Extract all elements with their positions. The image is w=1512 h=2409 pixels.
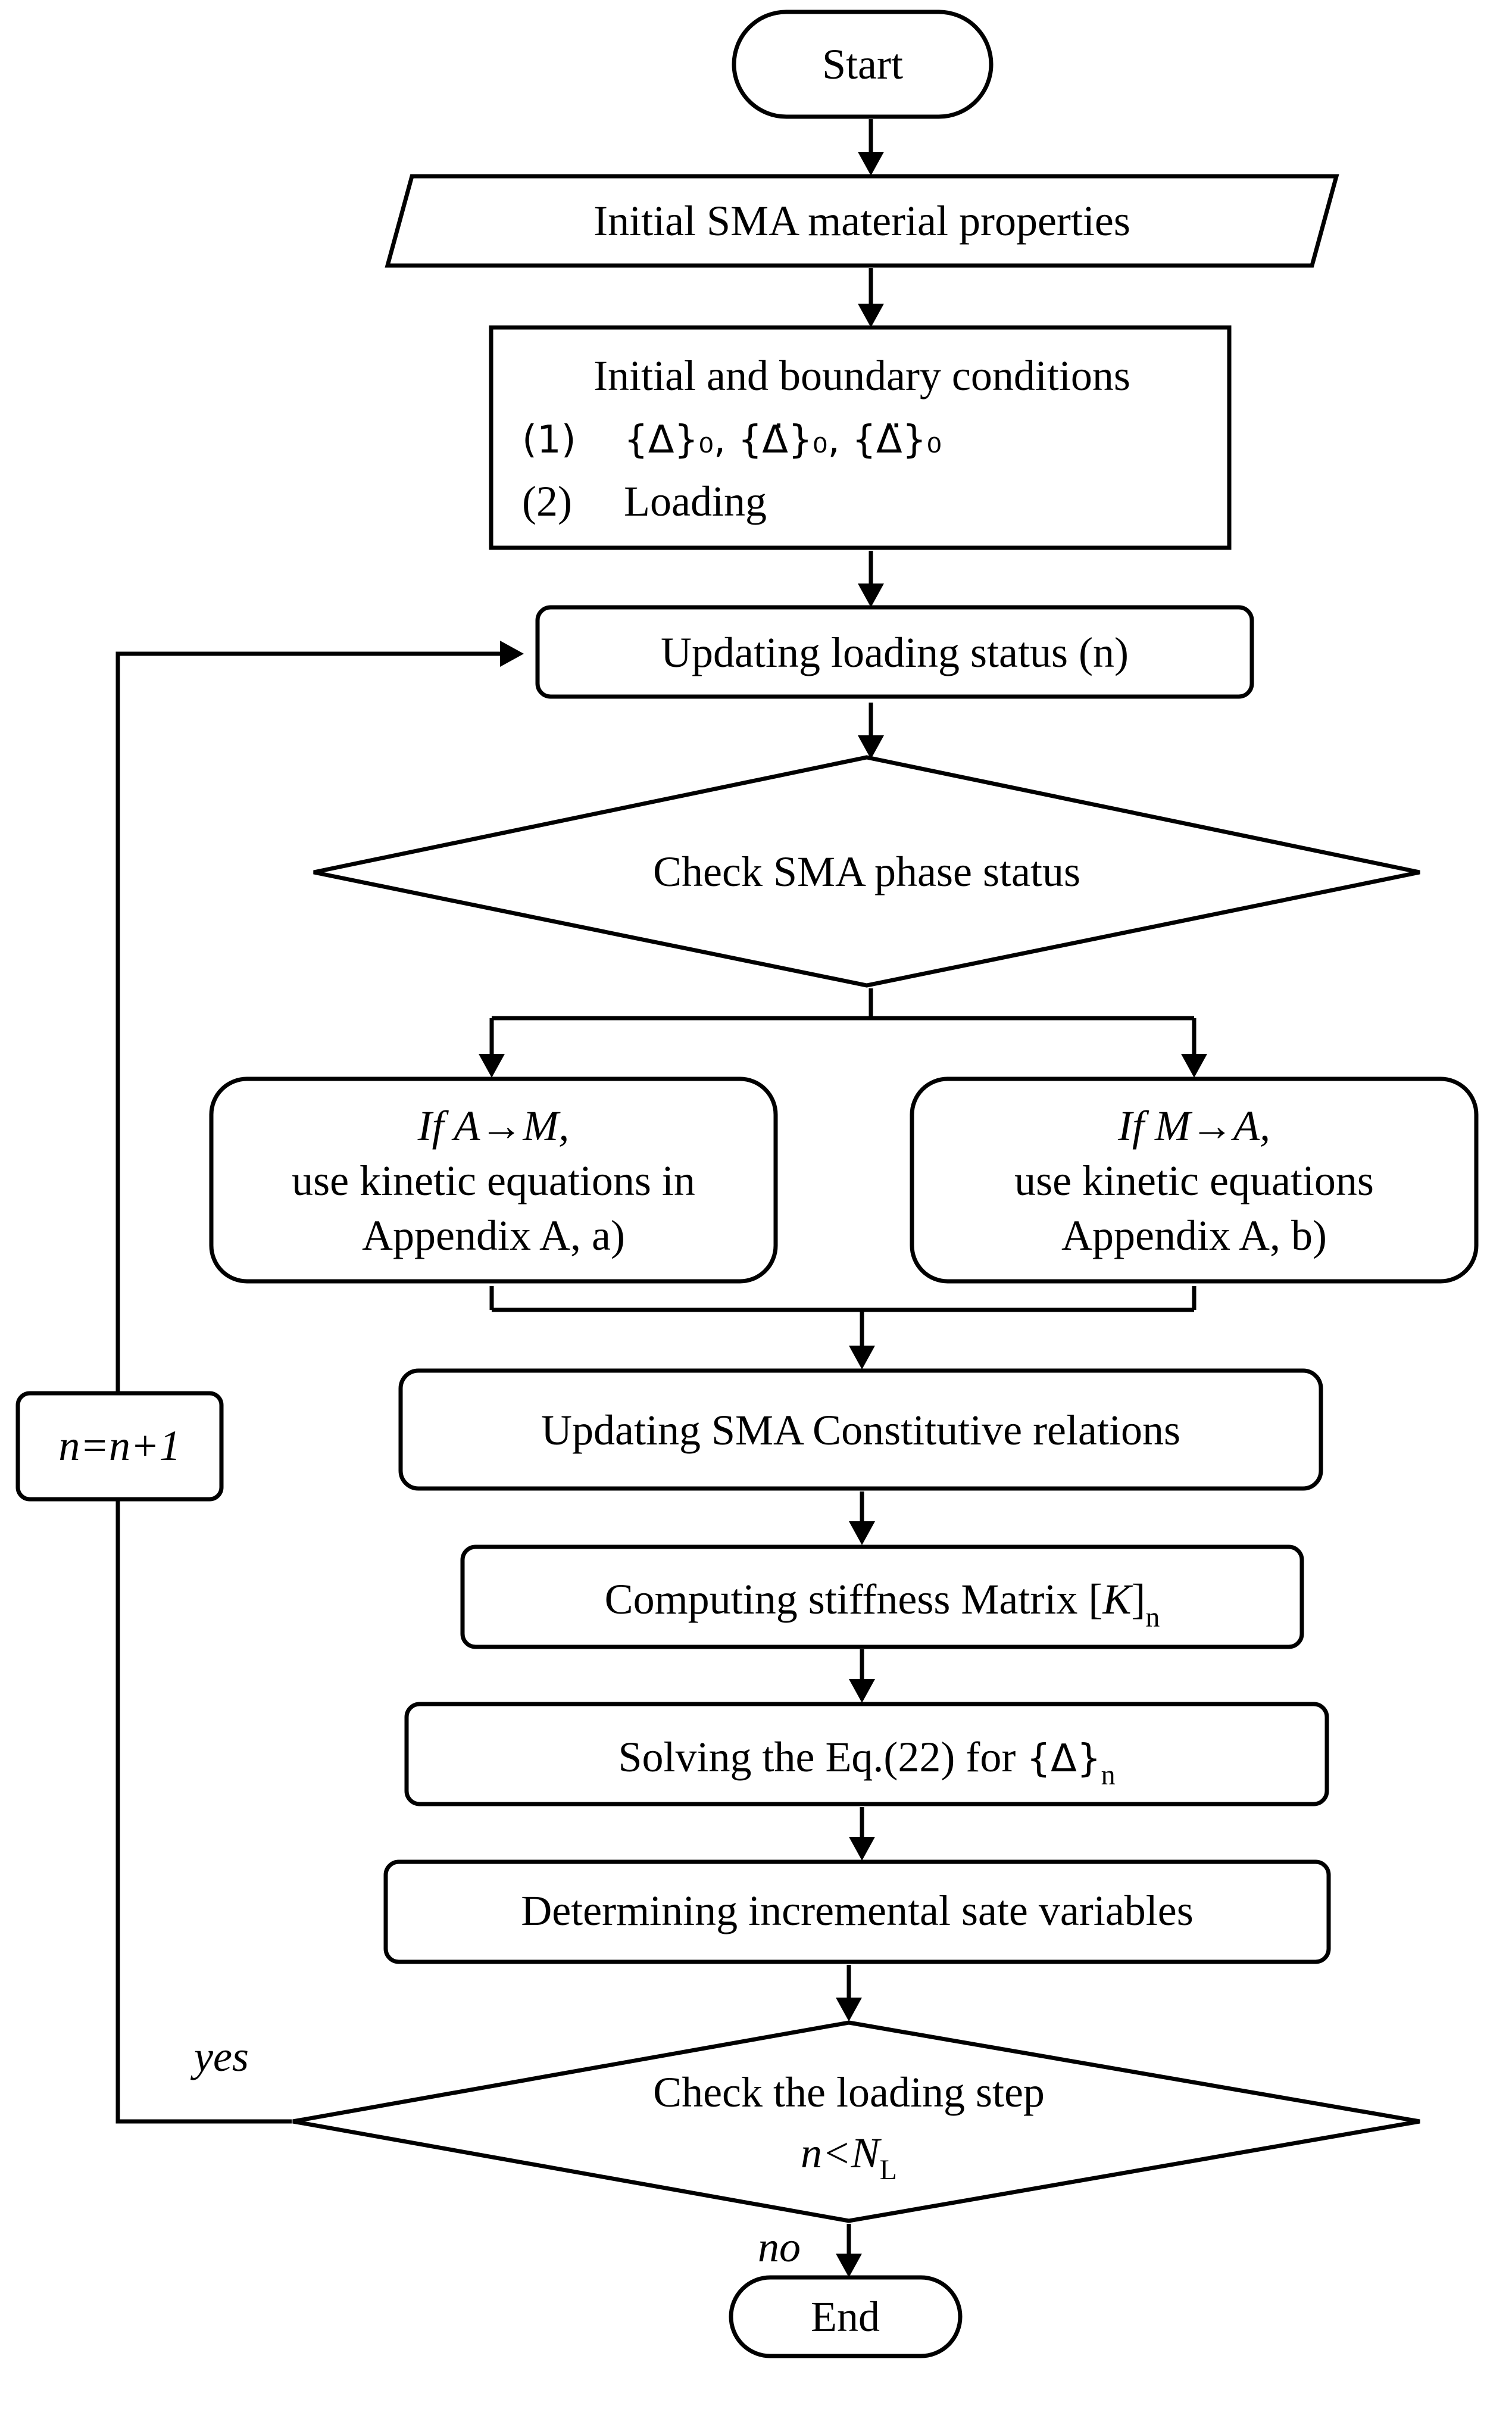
- node-branch-a: If A→M, use kinetic equations in Appendi…: [209, 1076, 778, 1284]
- determining-box: [383, 1859, 1331, 1964]
- conditions-item2-text: Loading: [624, 478, 767, 525]
- updating-constitutive-box: [398, 1368, 1323, 1491]
- conditions-title: Initial and boundary conditions: [593, 352, 1130, 400]
- start-label: Start: [822, 40, 903, 88]
- check-phase-diamond: [313, 755, 1420, 988]
- edge-label-yes: yes: [190, 2033, 249, 2080]
- node-updating-constitutive: Updating SMA Constitutive relations: [398, 1368, 1323, 1491]
- branch-a-line1: If A→M,: [417, 1102, 570, 1150]
- loop-back-line: [115, 651, 518, 2124]
- node-solving: Solving the Eq.(22) for {Δ}n: [404, 1702, 1329, 1806]
- node-material: Initial SMA material properties: [385, 174, 1339, 268]
- connectors: [115, 119, 1207, 2277]
- check-step-condition: n<NL: [801, 2129, 897, 2186]
- branch-b-line1: If M→A,: [1117, 1102, 1270, 1150]
- determining-label: Determining incremental sate variables: [521, 1887, 1194, 1934]
- updating-loading-label: Updating loading status (n): [661, 629, 1129, 676]
- node-end: End: [729, 2275, 963, 2358]
- counter-label: n=n+1: [58, 1422, 180, 1469]
- branch-a-box: [209, 1076, 778, 1284]
- material-parallelogram: [385, 174, 1339, 268]
- branch-b-box: [910, 1076, 1479, 1284]
- updating-constitutive-label: Updating SMA Constitutive relations: [541, 1406, 1180, 1454]
- conditions-item1-num: (1): [522, 418, 576, 462]
- node-stiffness: Computing stiffness Matrix [K]n: [460, 1544, 1304, 1649]
- node-start: Start: [732, 10, 994, 119]
- node-check-phase: Check SMA phase status: [313, 755, 1420, 988]
- check-step-line1: Check the loading step: [653, 2068, 1045, 2116]
- conditions-item1-math: {Δ}₀, {Δ̇}₀, {Δ̈}₀: [624, 418, 942, 462]
- node-conditions: Initial and boundary conditions (1) {Δ}₀…: [489, 325, 1232, 550]
- material-label: Initial SMA material properties: [593, 197, 1130, 245]
- node-determining: Determining incremental sate variables: [383, 1859, 1331, 1964]
- branch-b-line2: use kinetic equations: [1014, 1157, 1374, 1204]
- edge-label-no: no: [758, 2223, 801, 2271]
- node-counter: n=n+1: [15, 1391, 224, 1502]
- start-terminator: [732, 10, 994, 119]
- solving-box: [404, 1702, 1329, 1806]
- end-label: End: [811, 2293, 880, 2341]
- check-step-diamond: [292, 2020, 1420, 2223]
- counter-box: [15, 1391, 224, 1502]
- stiffness-box: [460, 1544, 1304, 1649]
- branch-b-line3: Appendix A, b): [1061, 1212, 1327, 1259]
- updating-loading-box: [535, 605, 1254, 699]
- branch-a-line3: Appendix A, a): [362, 1212, 625, 1259]
- conditions-box: [489, 325, 1232, 550]
- conditions-item2-num: (2): [522, 478, 572, 525]
- solving-label: Solving the Eq.(22) for {Δ}n: [618, 1733, 1115, 1791]
- node-check-step: Check the loading step n<NL: [292, 2020, 1420, 2223]
- branch-a-line2: use kinetic equations in: [292, 1157, 695, 1204]
- end-terminator: [729, 2275, 963, 2358]
- stiffness-label: Computing stiffness Matrix [K]n: [605, 1575, 1160, 1633]
- node-branch-b: If M→A, use kinetic equations Appendix A…: [910, 1076, 1479, 1284]
- check-phase-label: Check SMA phase status: [653, 848, 1080, 895]
- node-updating-loading: Updating loading status (n): [535, 605, 1254, 699]
